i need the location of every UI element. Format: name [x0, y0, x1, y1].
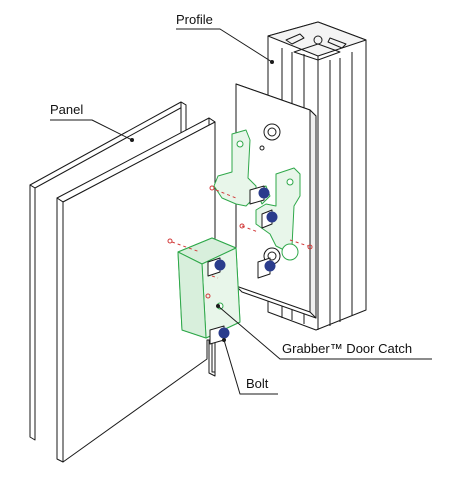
- bolt: [209, 325, 230, 345]
- catch-latch: [255, 167, 301, 261]
- door-catch-housing: [177, 237, 241, 339]
- panel: [29, 101, 216, 463]
- bolt: [261, 209, 278, 229]
- bolt: [249, 185, 270, 205]
- panel-label: Panel: [50, 102, 84, 117]
- profile-label: Profile: [176, 12, 213, 27]
- leader-dots: [130, 60, 274, 342]
- bolt-group: [207, 185, 278, 345]
- bolt-label: Bolt: [246, 376, 269, 391]
- alignment-lines: [171, 189, 309, 279]
- door-catch-label: Grabber™ Door Catch: [282, 341, 413, 356]
- alignment-markers: [167, 185, 313, 299]
- leader-lines: [50, 28, 432, 395]
- bolt: [207, 257, 226, 277]
- bolt: [257, 257, 276, 279]
